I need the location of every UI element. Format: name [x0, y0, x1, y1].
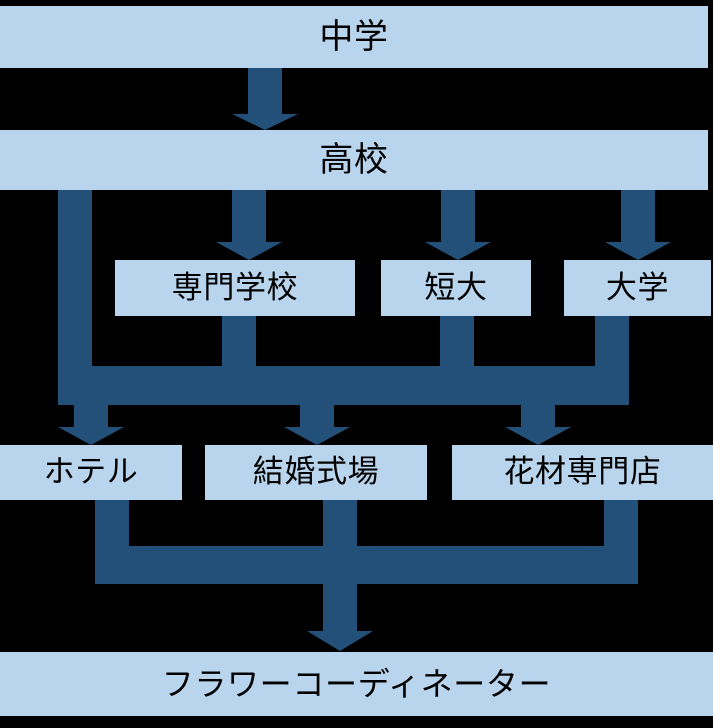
edge-koukou-to-tandai-shaft: [441, 190, 475, 242]
edge-koukou-to-daigaku-arrowhead: [605, 242, 671, 260]
edge-tandai-drop: [440, 316, 474, 370]
edge-bus-to-flower-shaft: [323, 584, 357, 631]
edge-daigaku-drop: [595, 316, 629, 370]
node-daigaku[interactable]: 大学: [564, 260, 711, 316]
edge-bus-to-hotel-shaft: [74, 405, 108, 427]
node-hotel[interactable]: ホテル: [0, 445, 182, 500]
node-tandai[interactable]: 短大: [381, 260, 531, 316]
edge-kazai-drop: [604, 500, 638, 546]
node-kekkon-shikijou[interactable]: 結婚式場: [205, 445, 427, 500]
edge-bus-to-kazai-shaft: [521, 405, 555, 427]
edge-bus-to-kazai-arrowhead: [505, 427, 571, 445]
bus-bar-lower: [95, 546, 638, 584]
edge-bus-to-hotel-arrowhead: [58, 427, 124, 445]
node-senmon-gakkou[interactable]: 専門学校: [115, 260, 355, 316]
edge-bus-to-flower-arrowhead: [307, 631, 373, 651]
node-koukou[interactable]: 高校: [0, 130, 708, 190]
edge-koukou-to-senmon-arrowhead: [216, 242, 282, 260]
node-chugaku[interactable]: 中学: [0, 6, 708, 68]
node-kazai-senmonten[interactable]: 花材専門店: [452, 445, 713, 500]
edge-shikijou-drop: [323, 500, 357, 546]
edge-chugaku-to-koukou-arrowhead: [232, 114, 298, 130]
edge-chugaku-to-koukou-shaft: [248, 68, 282, 114]
edge-koukou-to-daigaku-shaft: [621, 190, 655, 242]
node-flower-coordinator[interactable]: フラワーコーディネーター: [0, 652, 713, 716]
edge-senmon-drop: [222, 316, 256, 370]
edge-bus-to-shikijou-arrowhead: [284, 427, 350, 445]
edge-koukou-to-senmon-shaft: [232, 190, 266, 242]
edge-koukou-to-tandai-arrowhead: [425, 242, 491, 260]
edge-bus-to-shikijou-shaft: [300, 405, 334, 427]
edge-hotel-drop: [95, 500, 129, 546]
edge-koukou-left-bypass-trunk: [58, 190, 92, 370]
bus-bar-middle: [58, 366, 629, 405]
